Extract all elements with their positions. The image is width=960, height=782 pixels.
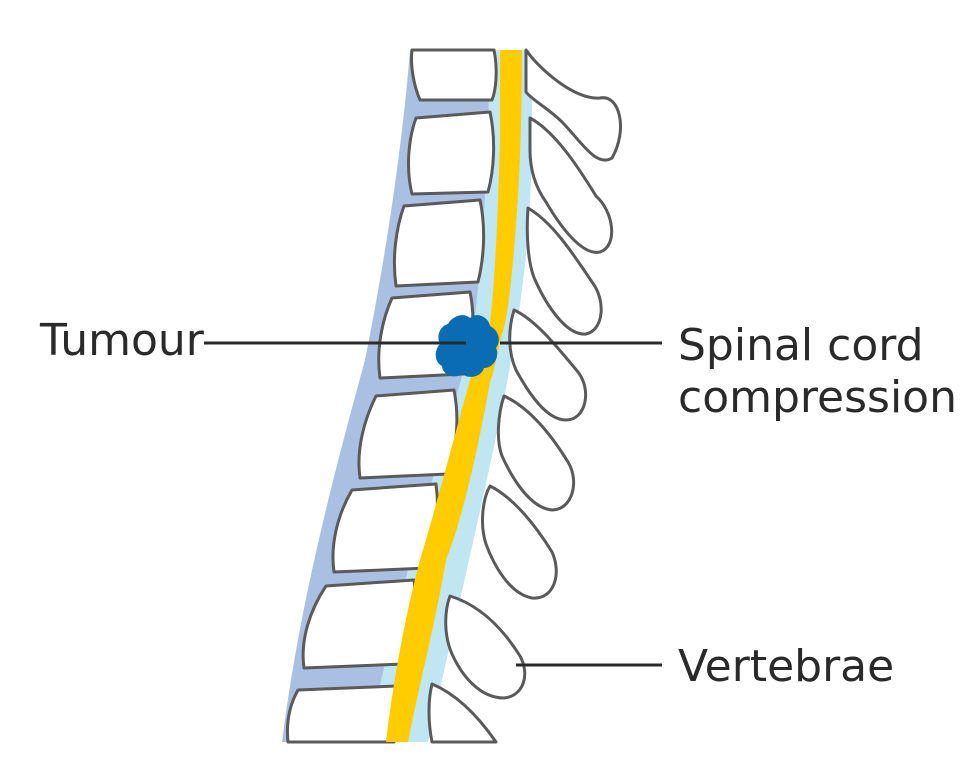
- tumour-mass: [435, 315, 499, 377]
- spinal-cord: [386, 50, 522, 742]
- spinal-cord-compression-line1: Spinal cord: [678, 320, 924, 371]
- tumour-label: Tumour: [40, 315, 204, 366]
- spinal-cord-compression-label: Spinal cord compression: [678, 320, 957, 424]
- spinous-processes: [427, 48, 622, 744]
- spinal-cord-compression-line2: compression: [678, 372, 957, 423]
- vertebrae-label: Vertebrae: [678, 641, 895, 692]
- vertebral-bodies: [286, 48, 498, 744]
